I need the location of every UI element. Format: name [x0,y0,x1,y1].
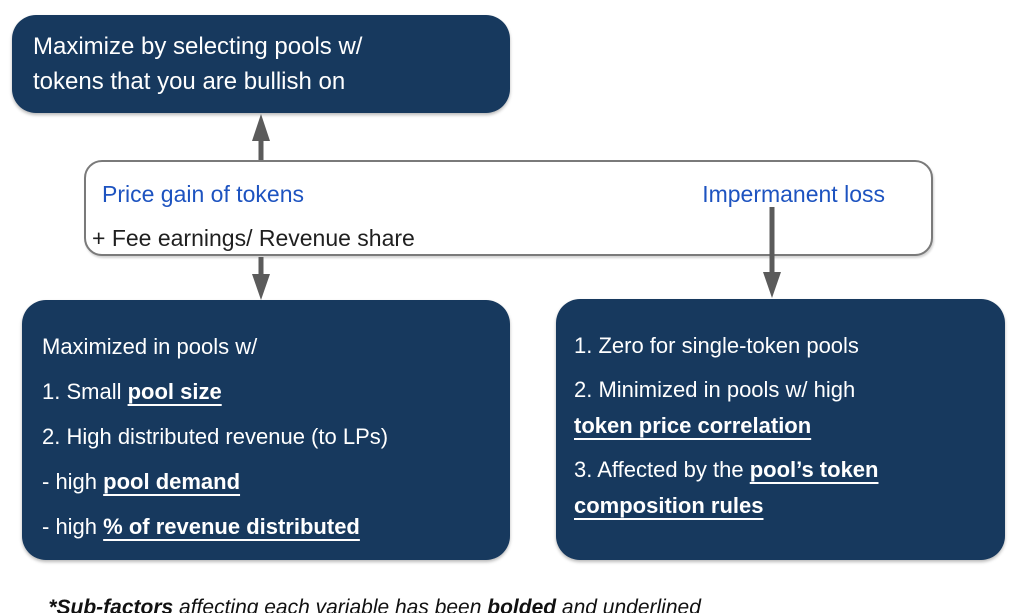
right-box-item-2: 2. Minimized in pools w/ high token price… [574,372,989,444]
left-box-item-4: - high % of revenue distributed [42,504,490,549]
footnote: *Sub-factors affecting each variable has… [25,572,701,613]
impermanent-loss-label: Impermanent loss [702,181,885,207]
footnote-subfactors: *Sub-factors [48,596,174,613]
impermanent-loss-factors-box: 1. Zero for single-token pools 2. Minimi… [556,299,1005,560]
strategy-line-2: tokens that you are bullish on [33,68,346,95]
right-box-item-1: 1. Zero for single-token pools [574,333,859,358]
left-box-item-2: 2. High distributed revenue (to LPs) [42,424,389,449]
left-box-title: Maximized in pools w/ [42,334,258,359]
price-gain-factors-box: Maximized in pools w/ 1. Small pool size… [22,300,510,560]
fee-earnings-label: + Fee earnings/ Revenue share [92,225,415,251]
strategy-box: Maximize by selecting pools w/ tokens th… [12,15,510,113]
subfactor-composition-rules: composition rules [574,493,764,518]
left-item-4-text: - high [42,514,104,539]
left-box-item-3: - high pool demand [42,459,490,504]
subfactor-revenue-distributed: % of revenue distributed [103,514,360,539]
footnote-text-1: affecting each variable has been [173,596,488,613]
footnote-underlined: underlined [602,596,701,613]
price-gain-label: Price gain of tokens [102,181,305,207]
left-item-1-text: 1. Small [42,379,128,404]
subfactor-pool-size: pool size [127,379,222,404]
footnote-bolded: bolded [487,596,557,613]
strategy-line-1: Maximize by selecting pools w/ [33,33,363,60]
right-item-2-text: 2. Minimized in pools w/ high [574,377,856,402]
right-item-3-text: 3. Affected by the [574,457,750,482]
left-box-item-1: 1. Small pool size [42,369,490,414]
footnote-text-2: and [556,596,603,613]
subfactor-token-price-correlation: token price correlation [574,413,812,438]
subfactor-pools-token: pool’s token [749,457,879,482]
return-formula-box: Price gain of tokens Impermanent loss + … [84,160,933,256]
arrow-up-icon [252,114,270,160]
left-item-3-text: - high [42,469,104,494]
arrow-down-left-icon [252,257,270,300]
subfactor-pool-demand: pool demand [103,469,241,494]
right-box-item-3: 3. Affected by the pool’s token compositi… [574,452,989,524]
